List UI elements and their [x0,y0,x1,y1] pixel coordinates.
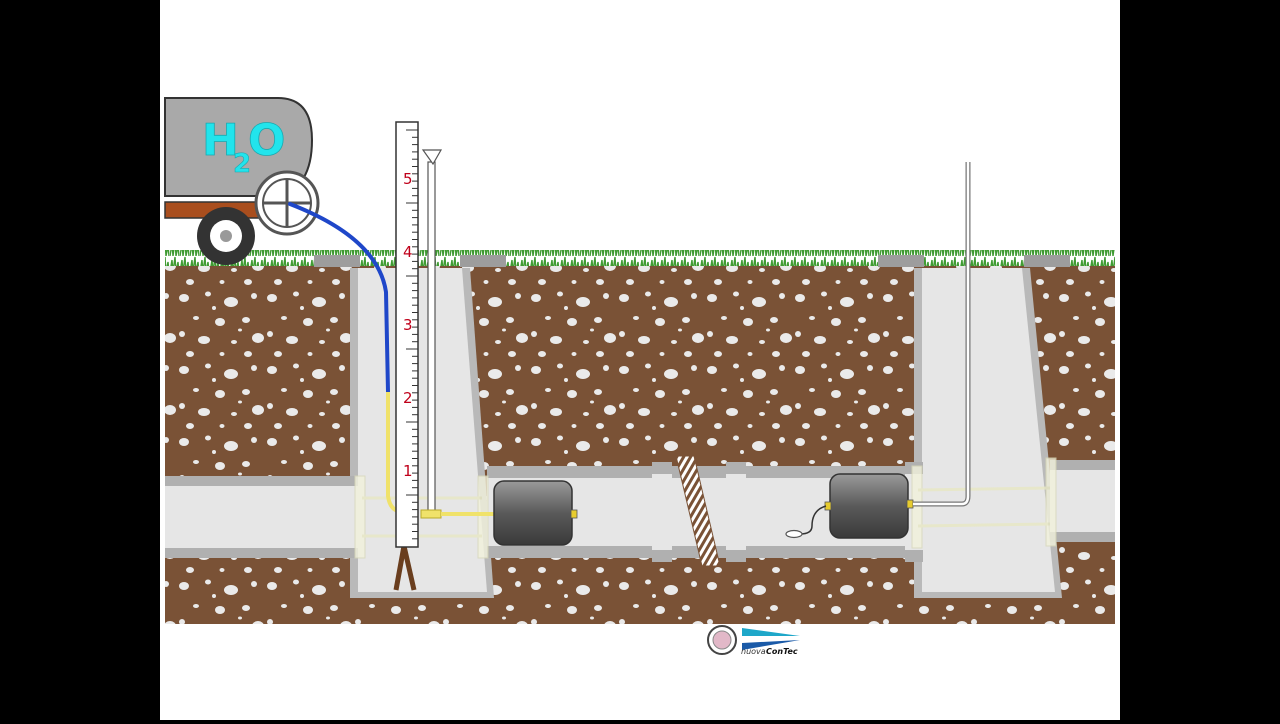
tee-fitting [420,509,442,519]
tripod-legs [393,545,417,591]
h2o-label-o: O [248,115,285,166]
ruler-mark-4: 4 [403,243,413,261]
manhole-1-chamber [358,268,487,592]
water-hose-blue [288,202,390,394]
manhole-1-left-rim [314,255,360,267]
funnel-icon [421,149,443,166]
measuring-ruler: 1 2 3 4 5 [395,121,419,548]
manhole-2-chamber [922,268,1055,592]
ruler-mark-3: 3 [403,316,413,334]
grass-strip [165,250,1115,267]
pipe-right-bore [1050,470,1115,532]
ruler-mark-2: 2 [403,389,413,407]
coupler-left [354,475,489,559]
test-plug-left [493,480,578,546]
vent-pipe [913,162,970,506]
logo-wave-icon [742,628,800,636]
coupler-right [911,457,1057,549]
ruler-mark-5: 5 [403,170,413,188]
sensor-probe [785,529,803,539]
water-tank-truck: H 2 O [164,97,320,265]
logo-brand-suffix: ConTec [766,647,798,656]
ruler-mark-1: 1 [403,462,413,480]
h2o-label-subscript: 2 [233,149,251,179]
h2o-label-h: H [202,115,239,166]
manhole-2-left-rim [878,255,924,267]
ruler-ticks [406,129,418,540]
manhole-2-right-rim [1024,255,1070,267]
sensor-cable [799,505,827,535]
pipe-left-bore [165,486,360,548]
manhole-1-right-rim [460,255,506,267]
nuovacontec-logo: nuova ConTec [707,625,800,656]
logo-brand-prefix: nuova [741,647,766,656]
pipe-cutaway-break [675,455,721,567]
test-plug-right [824,473,914,539]
